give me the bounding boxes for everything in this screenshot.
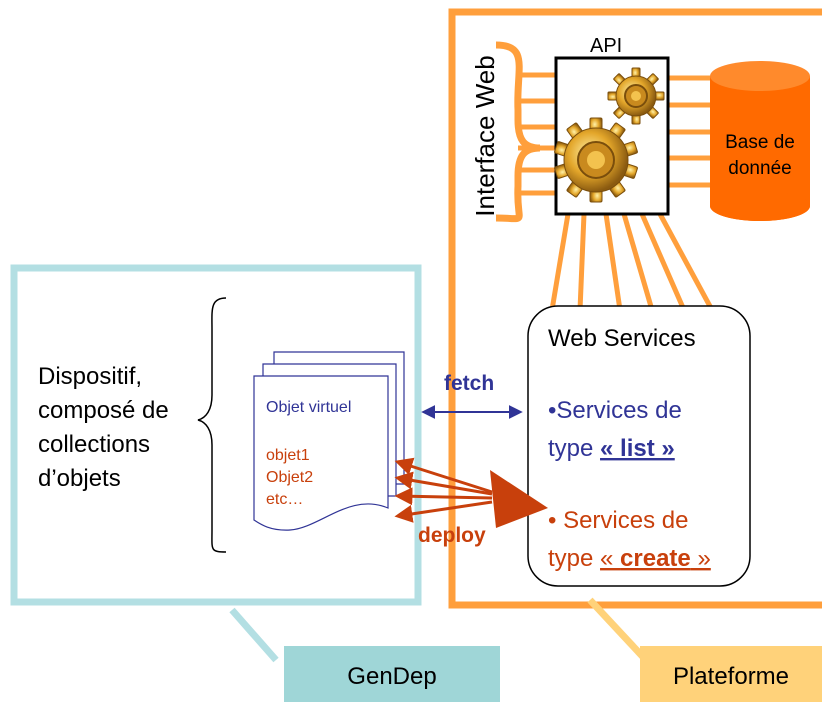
database-label-line1: Base de — [725, 132, 795, 153]
api-label: API — [590, 35, 622, 57]
plateforme-connector — [587, 597, 647, 661]
create-keyword-close: » — [691, 545, 711, 572]
api-to-webservices-lines — [549, 212, 715, 312]
deploy-arrows — [394, 457, 493, 523]
virtual-object-document — [253, 351, 405, 531]
large-gear-icon — [554, 117, 638, 203]
virtual-object-item-1: objet1 — [266, 447, 310, 464]
virtual-object-title: Objet virtuel — [266, 399, 351, 416]
deploy-big-arrowhead — [490, 470, 548, 528]
virtual-object-item-3: etc… — [266, 491, 303, 508]
interface-to-api-lines — [518, 72, 556, 196]
web-services-title: Web Services — [548, 325, 696, 352]
gendep-legend-box — [284, 646, 500, 702]
api-to-database-lines — [668, 75, 712, 188]
plateforme-legend-label: Plateforme — [673, 663, 789, 690]
gendep-frame — [10, 264, 422, 606]
plateforme-frame — [448, 8, 822, 609]
web-services-box — [527, 305, 751, 587]
database-cylinder — [710, 61, 810, 221]
list-services-line1: •Services de — [548, 397, 682, 424]
list-services-line2: type « list » — [548, 435, 675, 462]
device-brace — [197, 297, 227, 553]
gear-icon — [607, 67, 665, 125]
gendep-connector — [229, 607, 279, 663]
create-keyword-open: « — [600, 545, 620, 572]
device-line2: composé de — [38, 397, 169, 424]
create-services-line2: type « create » — [548, 545, 711, 572]
deploy-label: deploy — [418, 524, 486, 547]
list-keyword: « list » — [600, 435, 675, 462]
virtual-object-item-2: Objet2 — [266, 469, 313, 486]
create-services-line1: • Services de — [548, 507, 688, 534]
plateforme-legend-box — [640, 646, 822, 702]
device-line1: Dispositif, — [38, 363, 142, 390]
database-label-line2: donnée — [728, 158, 791, 179]
interface-web-label: Interface Web — [470, 55, 500, 216]
device-line3: collections — [38, 431, 150, 458]
gendep-legend-label: GenDep — [347, 663, 436, 690]
fetch-label: fetch — [444, 372, 494, 395]
create-keyword: create — [620, 545, 691, 572]
device-line4: d’objets — [38, 465, 121, 492]
